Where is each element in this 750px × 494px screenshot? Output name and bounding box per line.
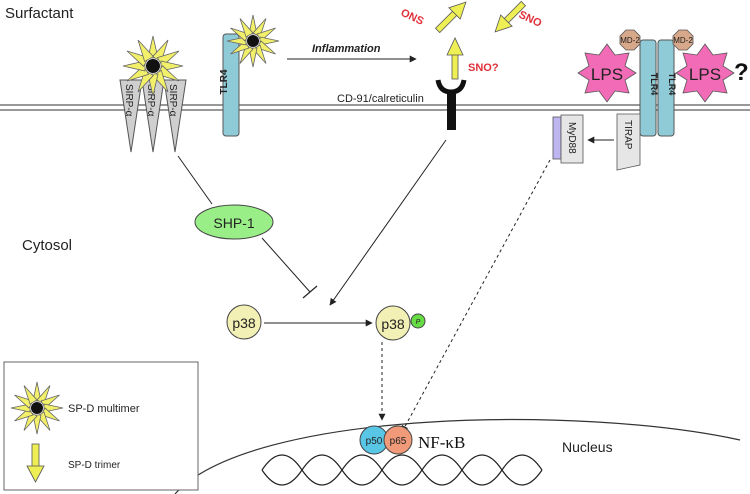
legend-trimer-icon [26, 443, 45, 483]
phospho-group-icon [410, 313, 426, 329]
phospho-label: P [416, 319, 421, 326]
inflammation-label: Inflammation [312, 43, 381, 55]
sirp-label-1: SIRP-α [123, 84, 134, 117]
md2-left-icon: MD-2 [619, 29, 641, 51]
md2-label-right: MD-2 [673, 36, 693, 45]
legend-multimer-label: SP-D multimer [68, 403, 140, 415]
sirp-label-2: SIRP-α [145, 84, 156, 117]
myd88-to-nfkb-dashed-arrow [401, 159, 551, 433]
p65-label: p65 [390, 436, 407, 447]
lps-label-left: LPS [591, 65, 623, 84]
md2-label-left: MD-2 [620, 36, 640, 45]
p38-protein [226, 304, 262, 340]
sirp-to-shp1-line [177, 155, 213, 205]
myd88-label: MyD88 [566, 122, 577, 154]
cd91-to-p38-arrow [329, 139, 447, 306]
md2-right-icon: MD-2 [672, 29, 694, 51]
lps-label-right: LPS [689, 65, 721, 84]
p38-phospho-protein [375, 305, 411, 341]
dna-helix-icon [261, 454, 543, 486]
sno-label: SNO [517, 9, 544, 30]
p38-phospho-label: p38 [381, 316, 405, 332]
surfactant-label: Surfactant [5, 5, 74, 22]
shp1-protein [194, 204, 274, 240]
question-mark: ? [734, 59, 749, 86]
nfkb-label: NF-κB [418, 433, 465, 452]
shp1-inhibition-line [261, 237, 311, 293]
tirap-protein: TIRAP [616, 113, 641, 171]
cd91-receptor [435, 79, 467, 130]
spd-trimer-arrow-ons [434, 1, 467, 34]
tlr4-label-right-b: TLR4 [667, 73, 677, 96]
tlr4-receptor-right-a [639, 39, 657, 137]
tlr4-receptor-right-b [657, 39, 675, 137]
p65-subunit [383, 425, 413, 455]
nucleus-label: Nucleus [562, 439, 613, 455]
cell-membrane [0, 104, 750, 111]
shp1-inhibition-bar [302, 285, 318, 299]
p50-label: p50 [366, 436, 383, 447]
tlr4-label-left: TLR4 [219, 69, 230, 94]
lps-right-icon [675, 43, 735, 103]
ons-label: ONS [399, 7, 426, 28]
legend-trimer-label: SP-D trimer [68, 460, 121, 471]
spd-trimer-arrow-sno [494, 0, 527, 33]
sirp-label-3: SIRP-α [167, 84, 178, 117]
lps-left-icon [577, 43, 637, 103]
spd-multimer-icon [226, 14, 280, 68]
cytosol-label: Cytosol [22, 237, 72, 254]
tlr4-label-right-a: TLR4 [649, 73, 659, 96]
p38-label: p38 [232, 315, 256, 331]
legend-multimer-icon [10, 381, 64, 435]
tlr4-receptor-left [222, 33, 240, 137]
cd91-label: CD-91/calreticulin [337, 93, 424, 105]
spd-trimer-arrow-up [446, 37, 464, 80]
tirap-label: TIRAP [622, 120, 633, 150]
shp1-label: SHP-1 [213, 215, 254, 231]
legend: SP-D multimer SP-D trimer [3, 361, 199, 491]
myd88-protein: MyD88 [552, 114, 584, 164]
nuclear-envelope [174, 418, 741, 494]
sno-question-label: SNO? [468, 62, 499, 74]
spd-multimer-icon [122, 35, 184, 97]
